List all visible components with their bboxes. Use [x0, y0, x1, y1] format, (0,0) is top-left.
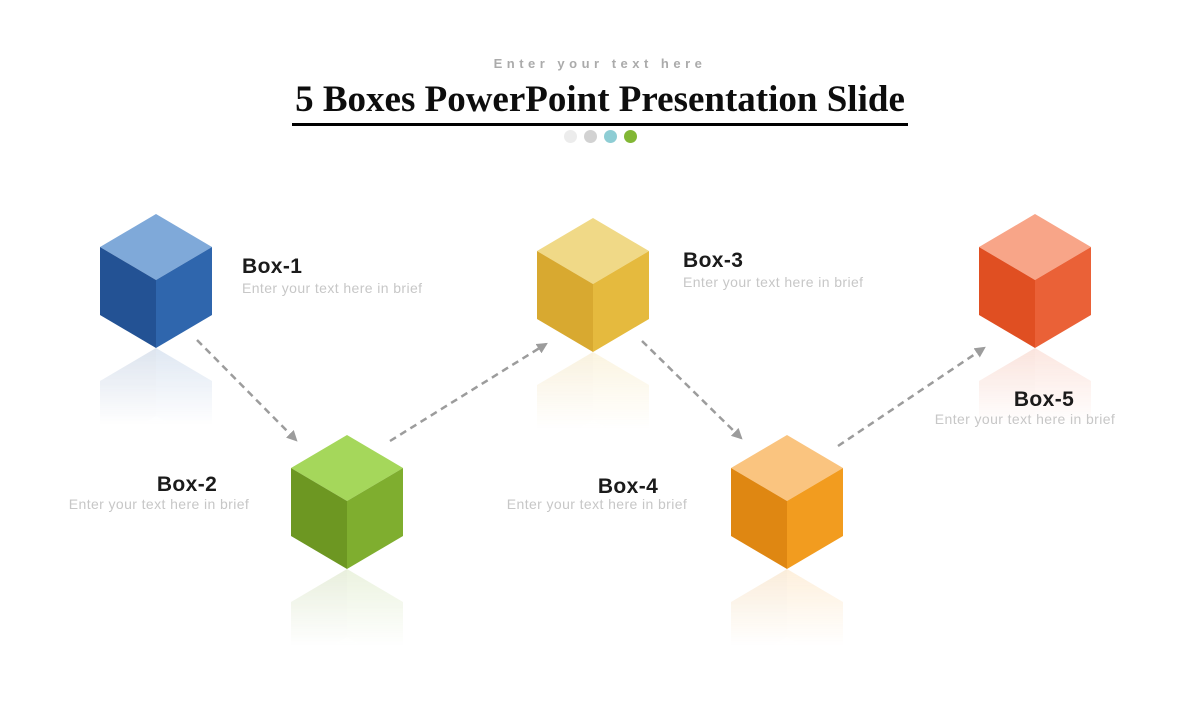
box-label-box-1[interactable]: Box-1	[242, 255, 303, 278]
cube-left-face	[291, 468, 347, 569]
cube-right-face	[593, 251, 649, 352]
cube-right-face	[593, 352, 649, 453]
cube-right-face	[156, 348, 212, 449]
cube-left-face	[731, 569, 787, 670]
cube-left-face	[979, 247, 1035, 348]
cube-box-2[interactable]	[291, 435, 403, 569]
connector-arrow-2	[389, 342, 548, 443]
box-description-box-2[interactable]: Enter your text here in brief	[68, 496, 250, 512]
header-tagline-placeholder[interactable]: Enter your text here	[493, 56, 707, 71]
cube-right-face	[347, 468, 403, 569]
pagination-dot-1	[563, 130, 577, 143]
cube-right-face	[787, 569, 843, 670]
cube-top-face	[731, 637, 843, 703]
connector-arrow-1	[196, 339, 298, 442]
title-row: 5 Boxes PowerPoint Presentation Slide	[0, 79, 1200, 126]
box-description-box-1[interactable]: Enter your text here in brief	[242, 280, 423, 296]
pagination-dot-4	[623, 130, 637, 143]
cube-left-face	[537, 352, 593, 453]
connector-arrow-4	[837, 346, 986, 448]
cube-reflection-box-3	[537, 352, 649, 486]
cube-right-face	[156, 247, 212, 348]
cube-left-face	[291, 569, 347, 670]
cube-box-5[interactable]	[979, 214, 1091, 348]
cube-box-4[interactable]	[731, 435, 843, 569]
cube-reflection-box-2	[291, 569, 403, 703]
box-label-box-2[interactable]: Box-2	[156, 473, 218, 496]
cube-top-face	[291, 637, 403, 703]
cube-right-face	[347, 569, 403, 670]
cube-left-face	[537, 251, 593, 352]
cube-right-face	[1035, 247, 1091, 348]
cube-right-face	[787, 468, 843, 569]
box-label-box-4[interactable]: Box-4	[597, 475, 659, 498]
cube-box-1[interactable]	[100, 214, 212, 348]
slide-title[interactable]: 5 Boxes PowerPoint Presentation Slide	[292, 79, 908, 126]
pagination-dots	[0, 130, 1200, 143]
box-description-box-5[interactable]: Enter your text here in brief	[934, 411, 1116, 427]
box-description-box-3[interactable]: Enter your text here in brief	[683, 274, 864, 290]
cube-left-face	[100, 348, 156, 449]
box-label-box-3[interactable]: Box-3	[683, 249, 744, 272]
cube-left-face	[731, 468, 787, 569]
pagination-dot-3	[603, 130, 617, 143]
pagination-dot-2	[583, 130, 597, 143]
cube-reflection-box-1	[100, 348, 212, 482]
cube-box-3[interactable]	[537, 218, 649, 352]
cube-reflection-box-4	[731, 569, 843, 703]
box-label-box-5[interactable]: Box-5	[1013, 388, 1075, 411]
slide-canvas: Enter your text here 5 Boxes PowerPoint …	[0, 56, 1200, 703]
cube-left-face	[100, 247, 156, 348]
connector-arrow-3	[641, 340, 743, 440]
box-description-box-4[interactable]: Enter your text here in brief	[506, 496, 688, 512]
